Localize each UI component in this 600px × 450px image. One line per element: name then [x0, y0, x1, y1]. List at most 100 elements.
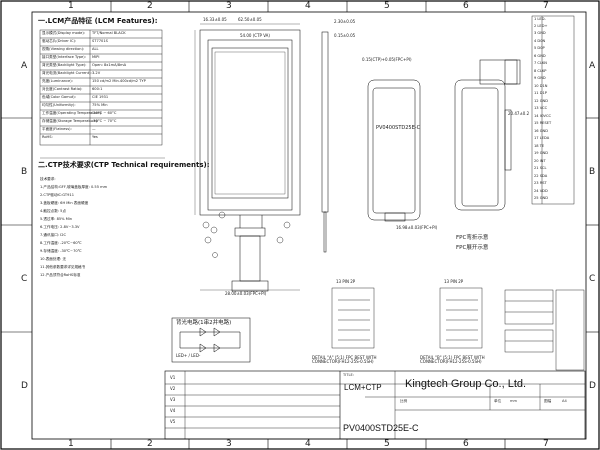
column-number: 6: [463, 1, 469, 11]
scale-label: 比例: [400, 399, 408, 403]
part-number: PV0400STD25E-C: [343, 423, 419, 433]
pin-row: 2 LED+: [534, 24, 548, 28]
pin-row: 16 GND: [534, 129, 548, 133]
pin-row: 23 RST: [534, 181, 547, 185]
ctp-line: 6.工作电压: 2.8V~3.3V: [40, 225, 80, 229]
revision-code: V3: [170, 397, 176, 402]
spec-label: 平面度(Flatness):: [42, 127, 72, 131]
spec-value: 150 cd/m2 Min.400cd/m2 TYP: [92, 79, 146, 83]
row-letter: C: [21, 274, 28, 284]
dim-overall-height: 16.98±0.03(FPC+PI): [396, 225, 438, 230]
row-letter: A: [589, 61, 596, 71]
pin-row: 7 CLKN: [534, 61, 547, 65]
spec-label: 对比度(Contrast Ratio):: [42, 87, 83, 91]
row-letter: C: [589, 274, 596, 284]
row-letter: D: [21, 381, 28, 391]
spec-value: —: [92, 127, 96, 131]
spec-value: MIPI: [92, 55, 100, 59]
column-number: 3: [226, 1, 232, 11]
lcm-features-title: 一.LCM产品特征 (LCM Features):: [38, 17, 158, 25]
spec-label: 接口类型(Interface Type):: [42, 55, 86, 59]
spec-label: 存储温度(Storage Temperature):: [42, 119, 99, 123]
ctp-line: 8.工作温度: -20℃~60℃: [40, 241, 82, 245]
spec-label: 显示模式(Display mode):: [42, 31, 85, 35]
pin-row: 17 LEDA: [534, 136, 550, 140]
spec-value: ALL: [92, 47, 99, 51]
spec-value: Open: 8x1mA/8mA: [92, 63, 127, 67]
revision-code: V2: [170, 386, 176, 391]
pin-row: 15 RESET: [534, 121, 552, 125]
pin-row: 20 INT: [534, 159, 546, 163]
dim-top-left: 16.33±0.05: [203, 17, 227, 22]
pin-row: 11 D1P: [534, 91, 547, 95]
column-number: 6: [463, 439, 469, 449]
pin-row: 10 D1N: [534, 84, 548, 88]
backlight-circuit-title: 背光电路(1串2并电路): [176, 320, 232, 326]
pin-label-b: 13 PIN 2P: [444, 279, 464, 284]
row-letter: D: [589, 381, 596, 391]
pin-row: 19 GND: [534, 151, 548, 155]
ctp-line: 12.产品须符合RoHS标准: [40, 273, 81, 277]
column-number: 2: [147, 439, 153, 449]
sheet-label: 图幅: [544, 399, 552, 403]
column-number: 7: [543, 1, 549, 11]
unit-value: mm: [510, 399, 518, 403]
column-number: 4: [305, 1, 311, 11]
ctp-requirements-title: 二.CTP技术要求(CTP Technical requirements):: [38, 161, 210, 169]
column-number: 1: [68, 439, 74, 449]
backlight-pins: LED+ / LED-: [176, 353, 201, 358]
spec-value: ST7701S: [92, 39, 108, 43]
spec-label: 工作温度(Operating Temperature):: [42, 111, 103, 115]
unit-label: 单位: [494, 399, 502, 403]
pin-row: 4 D0N: [534, 39, 546, 43]
pin-row: 12 GND: [534, 99, 548, 103]
pin-row: 22 SDA: [534, 174, 548, 178]
pin-row: 13 VCC: [534, 106, 548, 110]
dim-top-width: 62.50±0.05: [238, 17, 262, 22]
sheet-value: A4: [562, 399, 567, 403]
column-number: 1: [68, 1, 74, 11]
product-type: LCM+CTP: [344, 383, 382, 392]
ctp-line: 5.透过率: 85% Min: [40, 217, 73, 221]
dim-va: 54.00 (CTP VA): [240, 33, 270, 38]
ctp-line: 2.CTP驱动IC:GT911: [40, 193, 74, 197]
revision-code: V4: [170, 408, 176, 413]
dim-fpc-thick: 0.15±0.05: [334, 33, 356, 38]
dim-side-total: 2.30±0.05: [334, 19, 356, 24]
dim-right-pad: 20.47±0.2: [508, 111, 530, 116]
dim-fpc-width-bottom: 28.00±0.03(FPC+PI): [225, 291, 267, 296]
spec-value: Yes: [92, 135, 98, 139]
column-number: 7: [543, 439, 549, 449]
spec-label: 背光电流(Backlight Current):: [42, 71, 92, 75]
pin-row: 6 GND: [534, 54, 546, 58]
spec-value: 600:1: [92, 87, 103, 91]
pin-row: 18 TE: [534, 144, 545, 148]
spec-label: RoHS:: [42, 135, 53, 139]
column-number: 4: [305, 439, 311, 449]
pin-label-a: 13 PIN 2P: [336, 279, 356, 284]
row-letter: A: [21, 61, 28, 71]
ctp-subtitle: 技术要求:: [40, 177, 56, 181]
detail-a-label: DETAIL "A" (5:1) FPC BEST WITH CONNECTOR…: [312, 355, 377, 364]
row-letter: B: [589, 167, 596, 177]
ctp-line: 3.盖板硬度: 6H Min 表面硬度: [40, 201, 89, 205]
spec-label: 色域(Color Gamut):: [42, 95, 76, 99]
ctp-line: 7.通讯接口: I2C: [40, 233, 67, 237]
pin-row: 21 SCL: [534, 166, 547, 170]
column-number: 5: [384, 1, 390, 11]
column-number: 2: [147, 1, 153, 11]
pin-row: 1 LED-: [534, 17, 546, 21]
ctp-line: 4.触控点数: 5点: [40, 209, 67, 213]
ctp-line: 11.其他参数要求详见规格书: [40, 265, 86, 269]
spec-value: -20°C ~ 60°C: [92, 111, 117, 115]
dim-ctp-fpc: 0.15(CTP)+0.05(FPC+PI): [362, 57, 412, 62]
revision-code: V5: [170, 419, 176, 424]
spec-label: 视角(Viewing direction):: [42, 47, 85, 51]
spec-value: 3.2V: [92, 71, 101, 75]
spec-value: -30°C ~ 70°C: [92, 119, 117, 123]
column-number: 3: [226, 439, 232, 449]
title-label: TITLE:: [343, 373, 354, 377]
company-name: Kingtech Group Co., Ltd.: [405, 378, 527, 390]
